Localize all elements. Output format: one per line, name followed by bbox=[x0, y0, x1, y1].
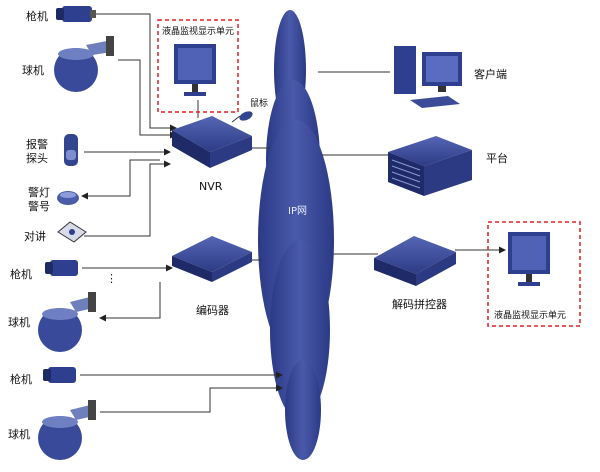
ellipsis-mark: ⋮ bbox=[106, 272, 117, 285]
alarm-light-label-1: 警灯 bbox=[28, 185, 50, 199]
decoder-icon bbox=[374, 236, 456, 286]
lcd-monitor-label-top: 液晶监视显示单元 bbox=[162, 25, 234, 37]
gun-camera-icon bbox=[43, 367, 76, 383]
platform-label: 平台 bbox=[486, 151, 508, 165]
lcd-monitor-dashed-box-right bbox=[487, 221, 581, 327]
intercom-icon bbox=[57, 221, 87, 243]
ip-network-cloud bbox=[258, 10, 334, 460]
gun-camera-icon bbox=[56, 6, 96, 22]
client-label: 客户端 bbox=[474, 67, 507, 81]
lcd-monitor-icon bbox=[508, 232, 550, 286]
nvr-label: NVR bbox=[199, 180, 223, 193]
dome-camera-label: 球机 bbox=[22, 63, 44, 77]
ip-network-label: IP网 bbox=[288, 205, 307, 217]
alarm-light-icon bbox=[57, 191, 79, 205]
client-pc-icon bbox=[394, 46, 462, 108]
gun-camera-label: 枪机 bbox=[10, 267, 32, 281]
encoder-label: 编码器 bbox=[196, 303, 229, 317]
gun-camera-label: 枪机 bbox=[26, 9, 48, 23]
decoder-label: 解码拼控器 bbox=[392, 297, 447, 311]
mouse-icon bbox=[239, 111, 253, 121]
dome-camera-icon bbox=[54, 36, 114, 92]
dome-camera-label: 球机 bbox=[8, 427, 30, 441]
dome-camera-label: 球机 bbox=[8, 315, 30, 329]
encoder-icon bbox=[172, 236, 252, 282]
gun-camera-icon bbox=[45, 260, 78, 276]
alarm-probe-label-2: 探头 bbox=[26, 152, 48, 165]
connection-lines bbox=[80, 13, 506, 413]
lcd-monitor-icon bbox=[174, 44, 216, 96]
gun-camera-label: 枪机 bbox=[10, 372, 32, 386]
lcd-monitor-dashed-box bbox=[157, 19, 239, 113]
alarm-probe-label-1: 报警 bbox=[26, 137, 48, 151]
dome-camera-icon bbox=[38, 292, 96, 352]
intercom-label: 对讲 bbox=[24, 229, 46, 243]
mouse-label: 鼠标 bbox=[250, 97, 268, 109]
platform-server-icon bbox=[388, 136, 472, 196]
alarm-probe-icon bbox=[64, 134, 78, 166]
alarm-light-label-2: 警号 bbox=[28, 199, 50, 213]
nvr-icon bbox=[172, 116, 252, 168]
lcd-monitor-label-right: 液晶监视显示单元 bbox=[494, 309, 566, 321]
dome-camera-icon bbox=[38, 400, 96, 460]
